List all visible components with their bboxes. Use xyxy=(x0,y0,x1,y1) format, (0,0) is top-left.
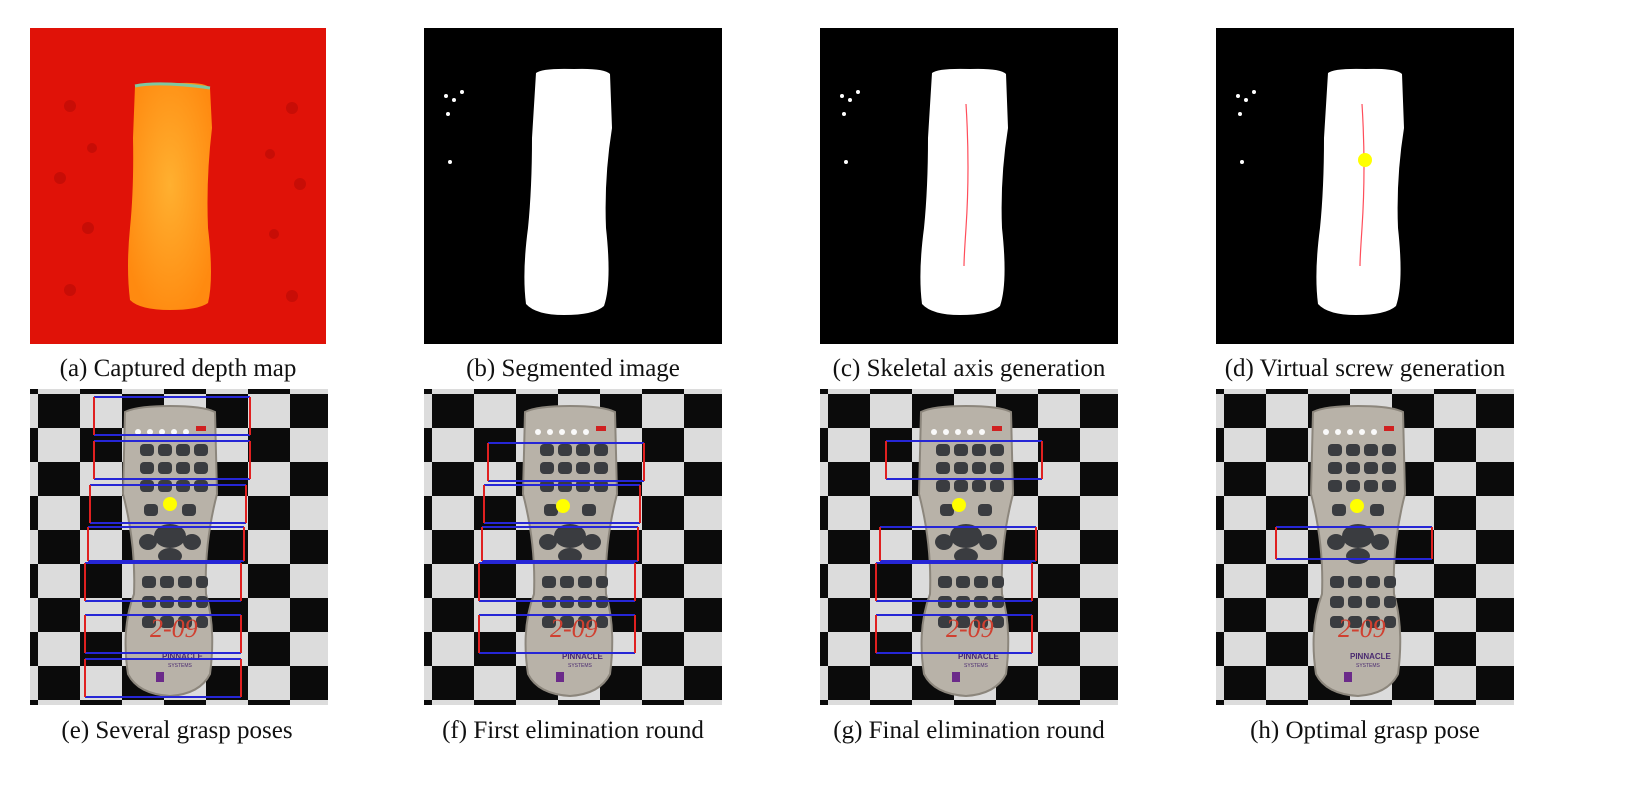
final-elimination-image: 2-09 PINNACLE SYSTEMS xyxy=(820,389,1118,705)
remote-brand: PINNACLE xyxy=(162,652,204,661)
panel-e-several-grasps: 2-09 PINNACLE SYSTEMS xyxy=(30,389,328,705)
screw-point xyxy=(952,498,966,512)
depth-map-image xyxy=(30,28,326,344)
remote-brand: PINNACLE xyxy=(1350,652,1392,661)
grasp-pose xyxy=(1275,526,1433,560)
grasp-pose xyxy=(93,440,251,480)
grasp-pose-set xyxy=(478,442,645,654)
grasp-pose xyxy=(879,526,1037,562)
remote-brand-sub: SYSTEMS xyxy=(1356,663,1381,669)
grasp-pose xyxy=(84,614,242,654)
grasp-pose xyxy=(875,614,1033,654)
grasp-pose xyxy=(84,658,242,698)
screw-point xyxy=(1350,499,1364,513)
remote-handwriting: 2-09 xyxy=(1338,614,1386,643)
skeletal-axis-image xyxy=(820,28,1118,344)
virtual-screw-image xyxy=(1216,28,1514,344)
panel-g-final-elimination: 2-09 PINNACLE SYSTEMS xyxy=(820,389,1118,705)
skeletal-axis-line xyxy=(1359,103,1365,267)
caption-b: (b) Segmented image xyxy=(466,355,680,382)
caption-e: (e) Several grasp poses xyxy=(61,717,293,744)
remote-handwriting: 2-09 xyxy=(550,614,598,643)
caption-f: (f) First elimination round xyxy=(442,717,704,744)
caption-g: (g) Final elimination round xyxy=(833,717,1105,744)
grasp-pose xyxy=(478,562,636,602)
caption-h: (h) Optimal grasp pose xyxy=(1250,717,1480,744)
remote-handwriting: 2-09 xyxy=(150,614,198,643)
grasp-pose xyxy=(483,484,641,524)
grasp-pose xyxy=(487,442,645,482)
screw-point xyxy=(556,499,570,513)
panel-h-optimal-grasp: 2-09 PINNACLE SYSTEMS xyxy=(1216,389,1514,705)
caption-d: (d) Virtual screw generation xyxy=(1224,355,1506,382)
grasp-pose xyxy=(481,526,639,562)
skeletal-axis-line xyxy=(963,103,969,267)
grasp-pose xyxy=(93,396,251,436)
remote-brand-sub: SYSTEMS xyxy=(964,663,989,669)
grasp-poses-image: 2-09 PINNACLE SYSTEMS xyxy=(30,389,328,705)
panel-b-segmented xyxy=(424,28,722,344)
grasp-pose xyxy=(478,614,636,654)
panel-c-skeletal-axis xyxy=(820,28,1118,344)
grasp-pose-set xyxy=(1275,526,1433,560)
grasp-pose xyxy=(885,440,1043,480)
panel-f-first-elimination: 2-09 PINNACLE SYSTEMS xyxy=(424,389,722,705)
remote-brand: PINNACLE xyxy=(958,652,1000,661)
grasp-pose xyxy=(84,562,242,602)
remote-handwriting: 2-09 xyxy=(946,614,994,643)
remote-brand-sub: SYSTEMS xyxy=(168,663,193,669)
segmented-mask-image xyxy=(424,28,722,344)
optimal-grasp-image: 2-09 PINNACLE SYSTEMS xyxy=(1216,389,1514,705)
panel-d-virtual-screw xyxy=(1216,28,1514,344)
grasp-pose-set xyxy=(875,440,1043,654)
remote-brand: PINNACLE xyxy=(562,652,604,661)
remote-brand-sub: SYSTEMS xyxy=(568,663,593,669)
caption-c: (c) Skeletal axis generation xyxy=(832,355,1106,382)
caption-a: (a) Captured depth map xyxy=(59,355,297,382)
grasp-pose xyxy=(89,484,247,524)
first-elimination-image: 2-09 PINNACLE SYSTEMS xyxy=(424,389,722,705)
screw-point xyxy=(1358,153,1372,167)
screw-point xyxy=(163,497,177,511)
grasp-pose xyxy=(875,562,1033,602)
grasp-pose xyxy=(87,526,245,562)
panel-a-depth-map xyxy=(30,28,326,344)
grasp-pose-set xyxy=(84,396,251,698)
